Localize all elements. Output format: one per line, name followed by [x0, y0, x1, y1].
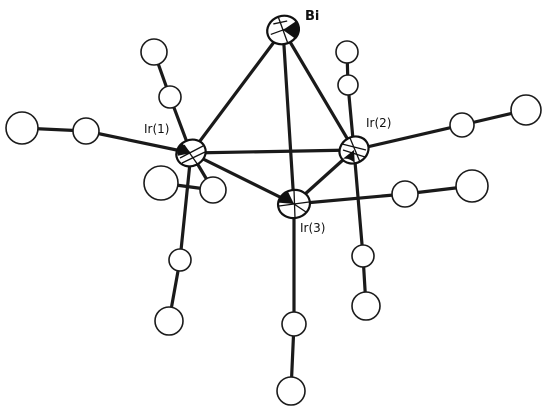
- ligand-atoms: [5, 38, 542, 406]
- oxygen-atom-down-1: [154, 306, 184, 336]
- carbon-atom-front-1: [199, 176, 227, 204]
- bond-bi-ir3: [281, 28, 296, 206]
- bismuth-atom: [266, 14, 300, 46]
- label-bi: Bi: [305, 9, 319, 24]
- oxygen-atom-right-3: [455, 169, 489, 203]
- carbon-atom-left-1: [72, 117, 100, 145]
- carbon-atom-right-3: [391, 180, 419, 208]
- iridium-atom-1: [175, 138, 207, 168]
- oxygen-atom-up-2: [335, 40, 359, 64]
- oxygen-atom-left-1: [5, 111, 39, 145]
- carbon-atom-down-2: [351, 244, 375, 268]
- bond-ir1-c-down: [178, 151, 193, 262]
- iridium-atom-3: [276, 188, 312, 220]
- bond-ir1-ir3: [189, 151, 296, 206]
- carbon-atom-up-1: [158, 85, 182, 109]
- bond-ir3-c-right: [292, 192, 407, 206]
- bond-ir2-c-down: [352, 148, 365, 258]
- bond-ir2-c-right: [352, 123, 464, 152]
- bond-ir1-ir2: [189, 148, 356, 155]
- carbon-atom-down-1: [168, 248, 192, 272]
- ligand-bonds: [20, 50, 528, 393]
- label-ir2: Ir(2): [366, 116, 391, 130]
- carbon-atom-right-2: [449, 112, 475, 138]
- label-ir3: Ir(3): [300, 221, 325, 235]
- oxygen-atom-right-2: [510, 94, 542, 126]
- carbon-atom-up-2: [337, 74, 359, 96]
- iridium-atom-2: [338, 135, 370, 165]
- carbon-atom-down-3: [281, 311, 307, 337]
- bond-bi-ir1: [189, 28, 285, 155]
- label-ir1: Ir(1): [144, 122, 169, 136]
- oxygen-atom-down-2: [351, 291, 381, 321]
- bond-ir1-c-left: [84, 129, 193, 155]
- oxygen-atom-front-1: [143, 165, 179, 201]
- bond-bi-ir2: [281, 28, 356, 152]
- oxygen-atom-up-1: [140, 38, 168, 66]
- oxygen-atom-down-3: [276, 376, 306, 406]
